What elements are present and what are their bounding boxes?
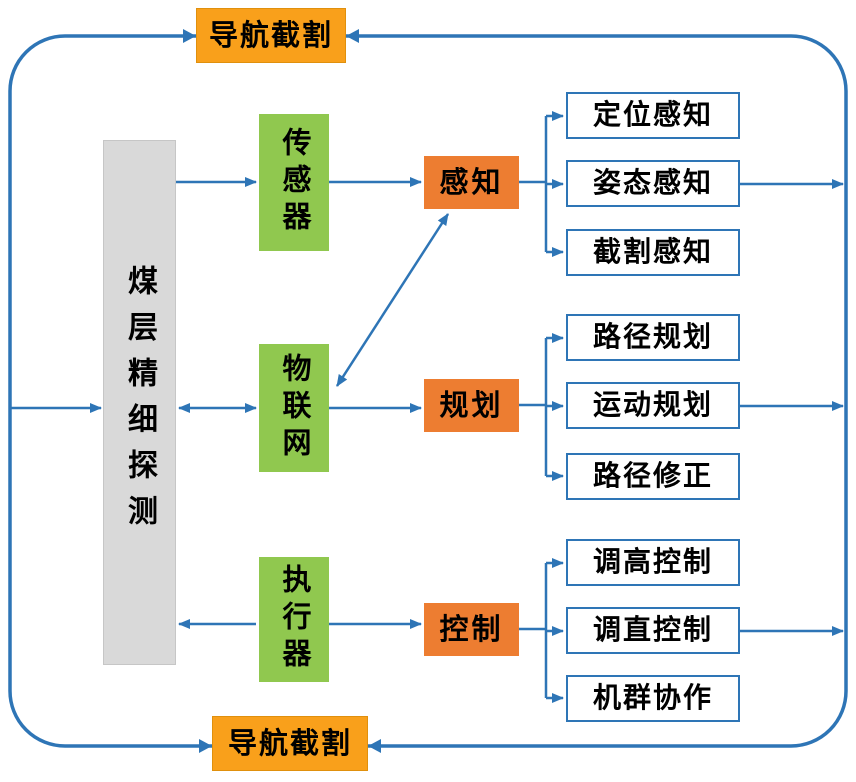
output-box-path-planning: 路径规划: [566, 314, 740, 361]
device-box-actuator: 执行器: [259, 557, 329, 682]
feedback-box-top: 导航截割: [196, 8, 346, 63]
output-box-positioning-sensing: 定位感知: [566, 92, 740, 139]
output-box-height-control: 调高控制: [566, 539, 740, 586]
stage-box-planning: 规划: [424, 379, 519, 432]
output-box-path-correction: 路径修正: [566, 453, 740, 500]
output-box-fleet-cooperation: 机群协作: [566, 675, 740, 722]
stage-box-control: 控制: [424, 603, 519, 656]
source-box: 煤层精细探测: [103, 140, 176, 665]
output-box-straightening-control: 调直控制: [566, 607, 740, 654]
stage-box-perception: 感知: [424, 156, 519, 209]
device-box-sensor: 传感器: [259, 114, 329, 251]
feedback-box-bottom: 导航截割: [212, 716, 368, 771]
output-box-attitude-sensing: 姿态感知: [566, 160, 740, 207]
output-box-cutting-sensing: 截割感知: [566, 229, 740, 276]
device-box-iot: 物联网: [259, 344, 329, 472]
output-box-motion-planning: 运动规划: [566, 382, 740, 429]
